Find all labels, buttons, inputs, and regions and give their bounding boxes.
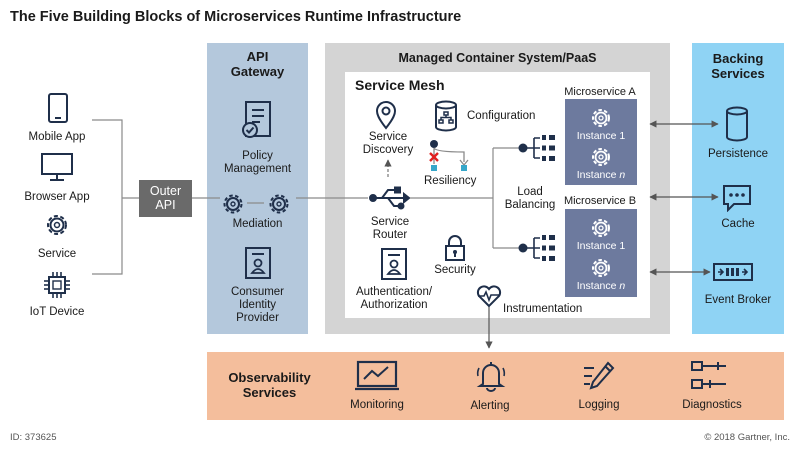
- load-balancer-b-icon: [518, 235, 555, 261]
- alerting-bell-icon: [476, 362, 506, 392]
- iot-device-label: IoT Device: [29, 306, 85, 318]
- microservice-a-label: Microservice A: [564, 86, 636, 98]
- instance-an-prefix: Instance: [576, 169, 620, 181]
- configuration-label: Configuration: [467, 110, 536, 122]
- persistence-database-icon: [726, 106, 748, 142]
- mobile-app-label: Mobile App: [28, 131, 86, 143]
- instance-bn-gear-icon: [592, 259, 610, 277]
- resiliency-label: Resiliency: [424, 175, 477, 187]
- authentication-id-icon: [381, 248, 407, 280]
- outer-api-line1: Outer: [149, 184, 182, 198]
- footer-copyright: © 2018 Gartner, Inc.: [704, 432, 790, 443]
- backing-services-title-line2: Services: [711, 66, 765, 81]
- policy-management-line2: Management: [223, 163, 292, 175]
- service-router-icon: [369, 186, 410, 210]
- mobile-app-icon: [48, 93, 68, 123]
- service-mesh-title: Service Mesh: [355, 77, 445, 93]
- mediation-gear-right-icon: [269, 194, 289, 214]
- managed-container-title: Managed Container System/PaaS: [398, 51, 597, 65]
- instance-bn-suffix: n: [619, 280, 626, 292]
- load-balancing-line1: Load: [517, 186, 543, 198]
- service-gear-icon: [47, 215, 67, 235]
- iot-chip-icon: [44, 272, 70, 298]
- instance-an-suffix: n: [619, 169, 626, 181]
- consumer-identity-icon: [245, 247, 271, 279]
- instrumentation-label: Instrumentation: [503, 303, 583, 315]
- api-gateway-panel: [207, 43, 308, 334]
- resiliency-icon: [429, 140, 469, 171]
- page-title: The Five Building Blocks of Microservice…: [10, 9, 462, 25]
- backing-services-title-line1: Backing: [712, 51, 764, 66]
- authentication-line2: Authorization: [360, 299, 428, 311]
- service-router-line1: Service: [370, 216, 410, 228]
- service-discovery-line1: Service: [368, 131, 408, 143]
- observability-title-line2: Services: [242, 385, 297, 400]
- outer-api-line2: API: [155, 198, 176, 212]
- instance-a1-label: Instance 1: [576, 130, 626, 142]
- policy-document-icon: [242, 101, 271, 138]
- service-router-line2: Router: [372, 229, 408, 241]
- authentication-line1: Authentication/: [355, 286, 433, 298]
- backing-services-panel: [692, 43, 784, 334]
- configuration-database-icon: [435, 100, 457, 132]
- security-label: Security: [434, 264, 476, 276]
- monitoring-icon: [355, 360, 399, 391]
- service-discovery-icon: [375, 101, 397, 130]
- event-broker-label: Event Broker: [704, 294, 772, 306]
- event-broker-queue-icon: [713, 263, 753, 281]
- footer-id: ID: 373625: [10, 432, 57, 443]
- instance-bn-prefix: Instance: [576, 280, 620, 292]
- monitoring-label: Monitoring: [350, 399, 404, 411]
- outer-api-box: [139, 180, 192, 217]
- mediation-label: Mediation: [232, 218, 283, 230]
- security-lock-icon: [445, 235, 465, 261]
- instance-b1-gear-icon: [592, 219, 610, 237]
- persistence-label: Persistence: [707, 148, 769, 160]
- observability-title-line1: Observability: [228, 370, 311, 385]
- service-label: Service: [37, 248, 77, 260]
- consumer-identity-line1: Consumer: [230, 286, 285, 298]
- cache-label: Cache: [721, 218, 755, 230]
- cache-chat-icon: [723, 185, 751, 212]
- diagnostics-label: Diagnostics: [682, 399, 742, 411]
- service-discovery-line2: Discovery: [362, 144, 414, 156]
- logging-label: Logging: [578, 399, 620, 411]
- api-gateway-title-line2: Gateway: [230, 64, 285, 79]
- browser-app-label: Browser App: [24, 191, 90, 203]
- instance-an-gear-icon: [592, 148, 610, 166]
- consumer-identity-line3: Provider: [236, 312, 279, 324]
- policy-management-line1: Policy: [242, 150, 273, 162]
- load-balancing-line2: Balancing: [504, 199, 556, 211]
- instance-a1-gear-icon: [592, 109, 610, 127]
- instance-an-label: Instance n: [565, 169, 637, 182]
- instance-bn-label: Instance n: [565, 280, 637, 293]
- alerting-label: Alerting: [470, 400, 510, 412]
- instance-b1-label: Instance 1: [576, 240, 626, 252]
- instrumentation-heartbeat-icon: [476, 285, 502, 308]
- browser-app-icon: [41, 153, 73, 181]
- microservice-b-instances: [565, 209, 637, 297]
- diagnostics-tool-icon: [691, 361, 726, 389]
- api-gateway-title-line1: API: [246, 49, 269, 64]
- microservice-b-label: Microservice B: [563, 195, 637, 207]
- consumer-identity-line2: Identity: [238, 299, 277, 311]
- load-balancer-a-icon: [518, 135, 555, 161]
- mediation-gear-left-icon: [223, 194, 243, 214]
- logging-pen-icon: [584, 361, 615, 390]
